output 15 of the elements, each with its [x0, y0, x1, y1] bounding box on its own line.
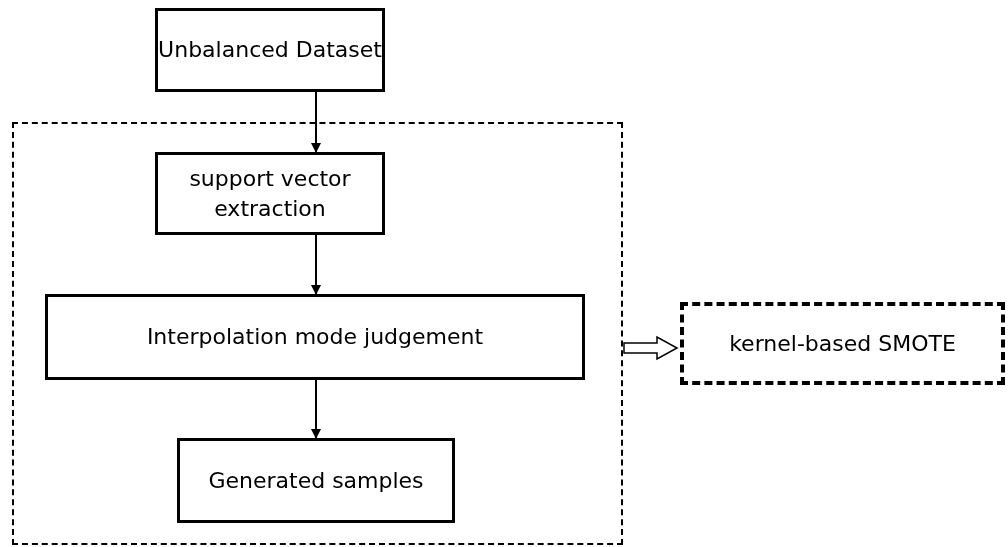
box-label: Unbalanced Dataset: [158, 36, 382, 64]
process-box: [155, 152, 385, 235]
arrow: [311, 379, 321, 439]
box-label: Interpolation mode judgement: [146, 323, 484, 351]
arrow: [311, 234, 321, 295]
process-box: [177, 438, 455, 523]
method-box: [680, 302, 1005, 385]
box-label: kernel-based SMOTE: [729, 329, 956, 358]
dashed-group-box: [12, 122, 623, 545]
box-label: Generated samples: [208, 466, 424, 495]
process-box: [45, 294, 585, 380]
arrow: [311, 91, 321, 153]
box-label: support vector extraction: [188, 164, 352, 223]
process-box: [155, 8, 385, 92]
hollow-arrow: [623, 335, 679, 361]
